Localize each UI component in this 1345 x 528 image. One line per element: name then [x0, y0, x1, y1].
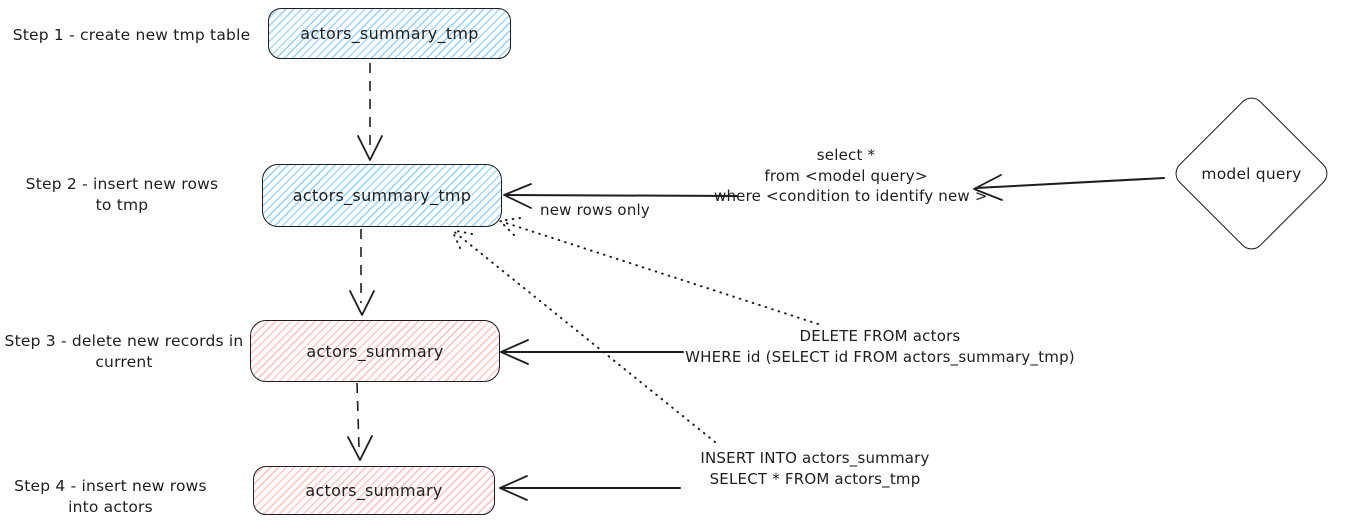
select-query-line1: select *	[816, 146, 876, 164]
node-label: actors_summary	[306, 341, 444, 361]
arrow-delete-to-actors-summary	[500, 339, 684, 365]
diamond-label: model query	[1201, 164, 1302, 183]
insert-query-line2: SELECT * FROM actors_tmp	[709, 469, 921, 488]
new-rows-only-label: new rows only	[540, 200, 650, 221]
delete-query-line2: WHERE id (SELECT id FROM actors_summary_…	[685, 347, 1075, 366]
insert-query-annotation: INSERT INTO actors_summary SELECT * FROM…	[682, 448, 948, 489]
step-3-label-line2: current	[95, 353, 153, 371]
arrow-insert-to-actors-summary	[499, 475, 681, 501]
step-3-label-line1: Step 3 - delete new records in	[4, 332, 244, 350]
arrow-new-rows-to-tmp	[503, 183, 738, 209]
delete-query-annotation: DELETE FROM actors WHERE id (SELECT id F…	[670, 326, 1090, 367]
arrow-step2-to-step3	[349, 229, 375, 316]
step-4-label-line2: into actors	[68, 498, 153, 516]
arrow-step3-to-step4	[347, 382, 373, 461]
node-actors-summary-tmp-step2: actors_summary_tmp	[262, 164, 502, 227]
node-actors-summary-tmp-step1: actors_summary_tmp	[268, 8, 511, 59]
step-3-label: Step 3 - delete new records in current	[4, 331, 244, 373]
node-label: actors_summary	[305, 481, 443, 500]
arrow-model-query-to-select	[973, 174, 1165, 201]
node-actors-summary-step3: actors_summary	[250, 320, 500, 382]
node-label: actors_summary_tmp	[292, 186, 472, 205]
insert-query-line1: INSERT INTO actors_summary	[700, 449, 930, 467]
select-query-line2: from <model query>	[764, 166, 928, 185]
step-4-label-line1: Step 4 - insert new rows	[14, 477, 207, 495]
dotted-ref-delete-to-tmp	[499, 217, 819, 325]
node-actors-summary-step4: actors_summary	[253, 466, 495, 515]
select-query-annotation: select * from <model query> where <condi…	[714, 145, 988, 207]
step-2-label-line1: Step 2 - insert new rows	[25, 175, 219, 193]
new-rows-only-text: new rows only	[540, 201, 650, 219]
step-4-label: Step 4 - insert new rows into actors	[8, 476, 213, 518]
step-1-label: Step 1 - create new tmp table	[4, 25, 259, 46]
step-1-label-line1: Step 1 - create new tmp table	[12, 26, 251, 44]
arrow-step1-to-step2	[357, 63, 383, 161]
select-query-line3: where <condition to identify new >	[714, 187, 988, 205]
step-2-label-line2: to tmp	[95, 196, 149, 214]
delete-query-line1: DELETE FROM actors	[799, 327, 961, 345]
step-2-label: Step 2 - insert new rows to tmp	[18, 174, 226, 216]
node-label: actors_summary_tmp	[300, 24, 479, 43]
